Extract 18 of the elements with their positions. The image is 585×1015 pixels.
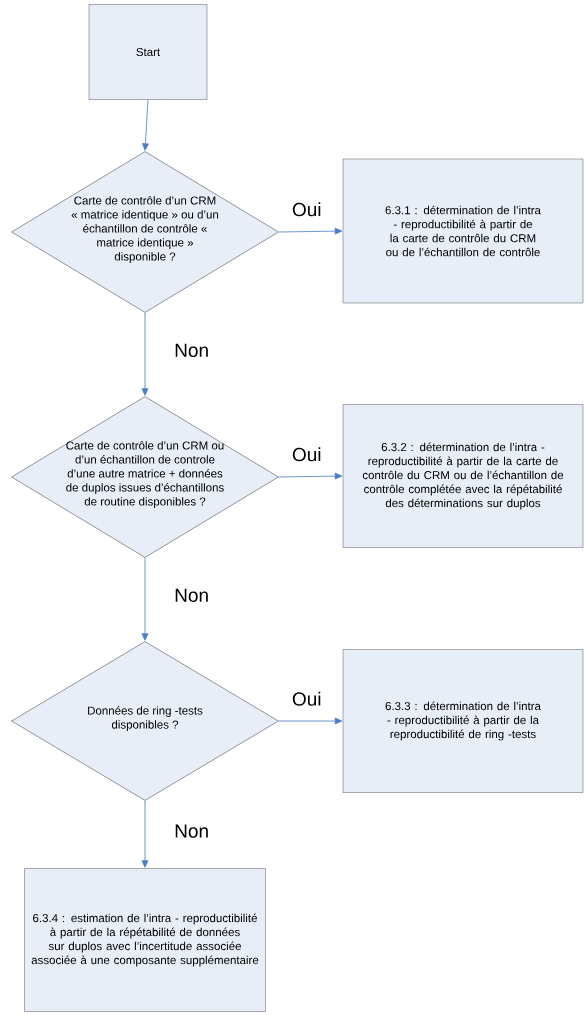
edge-label: Non: [175, 588, 208, 602]
edge-label: Non: [175, 824, 208, 838]
start-box: Start: [88, 4, 208, 100]
edge-label: Oui: [292, 202, 321, 217]
arrow: [141, 312, 149, 396]
edge-label: Non: [175, 343, 208, 357]
arrow: [142, 99, 149, 151]
process-box: 6.3.2 : détermination de l’intra - reproductibilité à partir de la carte de contrôle du CRM ou de l’échantillon de contrôle complétée avec la répétabilité des déterminations sur duplos: [342, 404, 584, 548]
arrow: [141, 557, 149, 641]
process-box: 6.3.3 : détermination de l’intra - reproductibilité à partir de la reproductibilité de ring -tests: [342, 649, 584, 793]
arrow: [278, 717, 343, 725]
edge-label: Oui: [292, 447, 321, 462]
process-box: 6.3.4 : estimation de l’intra - reproductibilité à partir de la répétabilité de données sur duplos avec l’incertitude associée associée à une composante supplémentaire: [24, 868, 266, 1012]
process-box: 6.3.1 : détermination de l’intra - reproductibilité à partir de la carte de contrôle du CRM ou de l’échantillon de contrôle: [342, 158, 584, 304]
arrow: [278, 227, 343, 235]
arrow: [141, 800, 149, 868]
arrow: [278, 472, 343, 480]
edge-label: Oui: [292, 691, 321, 706]
